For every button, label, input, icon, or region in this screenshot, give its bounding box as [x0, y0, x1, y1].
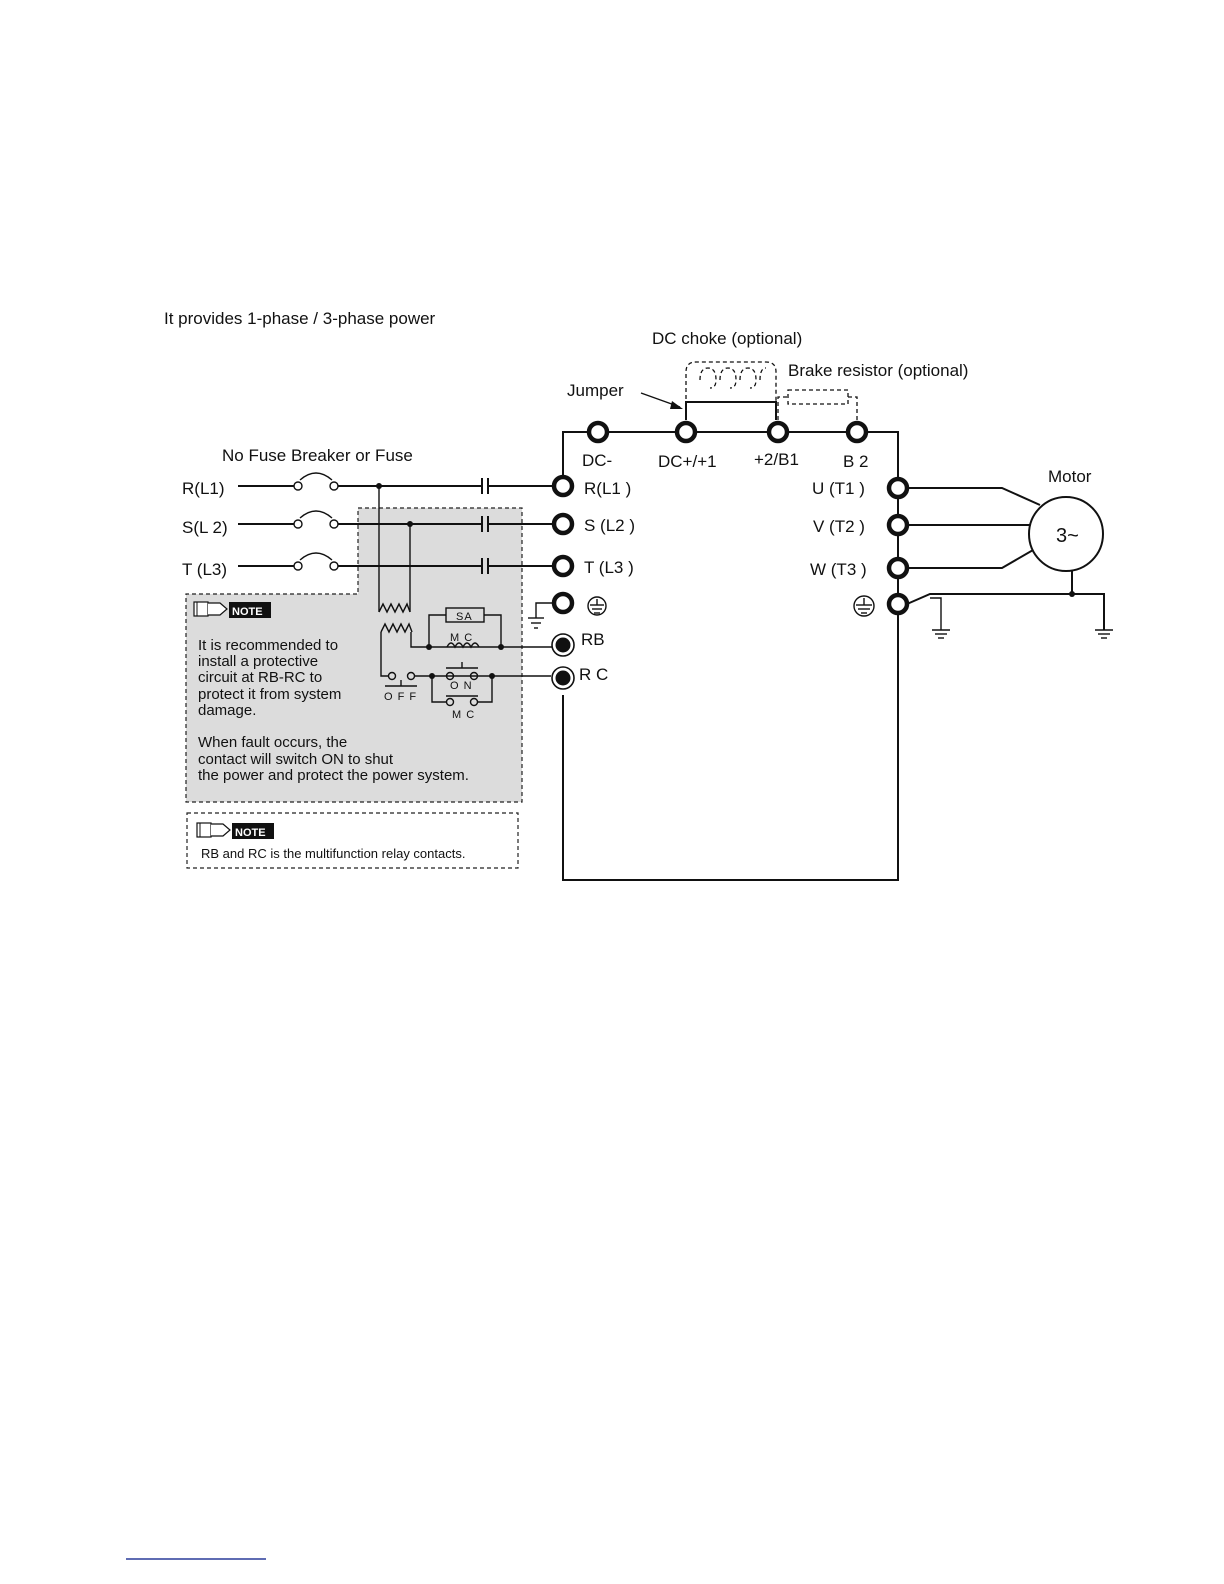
input-wiring: R(L1) S(L 2) T (L3) — [182, 472, 554, 579]
note1-line: damage. — [198, 702, 256, 719]
motor — [1028, 496, 1104, 572]
terminal-b1 — [766, 420, 790, 444]
motor-label: Motor — [1048, 467, 1092, 486]
brake-resistor — [777, 389, 858, 420]
dc-choke-label: DC choke (optional) — [652, 329, 802, 348]
output-terminal-label: V (T2 ) — [813, 517, 865, 536]
input-terminal-label: R(L1 ) — [584, 479, 631, 498]
ground-icon — [853, 595, 875, 617]
jumper-arrowhead — [670, 401, 683, 409]
terminal-r — [551, 474, 575, 498]
brake-resistor-label: Brake resistor (optional) — [788, 361, 968, 380]
output-terminal-label: U (T1 ) — [812, 479, 865, 498]
dc-choke — [685, 361, 777, 420]
protective-note-area — [185, 507, 523, 803]
jumper-label: Jumper — [567, 381, 624, 400]
terminal-b2 — [845, 420, 869, 444]
note2-text: RB and RC is the multifunction relay con… — [201, 846, 465, 861]
note1-line: contact will switch ON to shut — [198, 751, 394, 768]
motor-symbol: 3~ — [1056, 525, 1079, 547]
note1-line: install a protective — [198, 653, 318, 670]
drive-body-outline — [562, 431, 899, 881]
input-line-label: S(L 2) — [182, 518, 228, 537]
on-switch-label: O N — [450, 680, 473, 692]
note-badge-text: NOTE — [232, 606, 263, 618]
terminal-ground-left — [551, 591, 575, 615]
top-terminal-label: +2/B1 — [754, 450, 799, 469]
relay-note-box — [186, 812, 519, 869]
protective-circuit: SA M C O N O F F M C — [378, 486, 552, 721]
terminal-t — [551, 554, 575, 578]
terminal-v — [886, 513, 910, 537]
top-terminal-label: B 2 — [843, 452, 869, 471]
note-icon — [193, 601, 271, 618]
note1-line: the power and protect the power system. — [198, 767, 469, 784]
top-terminal-label: DC- — [582, 451, 612, 470]
header-note: It provides 1-phase / 3-phase power — [164, 309, 436, 328]
off-switch-label: O F F — [384, 691, 417, 703]
terminal-u — [886, 476, 910, 500]
note-badge-text: NOTE — [235, 827, 266, 839]
motor-wiring — [906, 487, 1113, 639]
terminal-dc-minus — [586, 420, 610, 444]
relay-terminal-label: R C — [579, 665, 608, 684]
terminal-ground-right — [886, 592, 910, 616]
terminal-dc-plus — [674, 420, 698, 444]
top-terminal-label: DC+/+1 — [658, 452, 717, 471]
note1-line: circuit at RB-RC to — [198, 669, 322, 686]
mc-coil-label: M C — [450, 632, 473, 644]
note1-line: It is recommended to — [198, 637, 338, 654]
note-icon — [196, 822, 274, 839]
ground-icon — [528, 596, 607, 629]
terminal-s — [551, 512, 575, 536]
note1-line: When fault occurs, the — [198, 734, 347, 751]
note1-line: protect it from system — [198, 686, 341, 703]
relay-terminal-label: RB — [581, 630, 605, 649]
input-line-label: T (L3) — [182, 560, 227, 579]
jumper-bar — [685, 401, 777, 420]
note1-text: It is recommended to install a protectiv… — [198, 637, 469, 784]
output-terminal-label: W (T3 ) — [810, 560, 867, 579]
breaker-label: No Fuse Breaker or Fuse — [222, 446, 413, 465]
input-line-label: R(L1) — [182, 479, 225, 498]
mc-contact-label: M C — [452, 709, 475, 721]
surge-absorber-label: SA — [456, 611, 473, 623]
input-terminal-label: T (L3 ) — [584, 558, 634, 577]
terminal-w — [886, 556, 910, 580]
input-terminal-label: S (L2 ) — [584, 516, 635, 535]
